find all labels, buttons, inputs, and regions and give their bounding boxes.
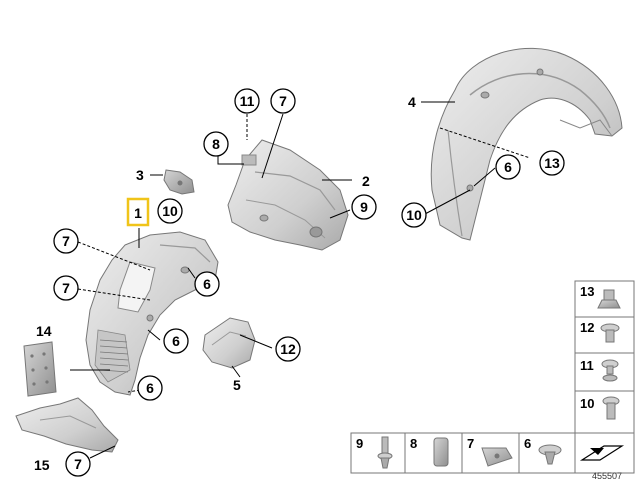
callout-12: 12 (275, 336, 301, 362)
label-1-highlighted: 1 (126, 197, 150, 227)
svg-text:7: 7 (62, 233, 70, 249)
callout-6-right: 6 (495, 154, 521, 180)
svg-text:9: 9 (360, 199, 368, 215)
callout-7-b: 7 (53, 275, 79, 301)
callout-7-top: 7 (270, 88, 296, 114)
legend-item-11: 11 (580, 358, 619, 382)
label-2: 2 (362, 173, 370, 189)
svg-text:10: 10 (406, 207, 422, 223)
plate-part-14 (23, 341, 57, 397)
legend-item-9: 9 (356, 436, 393, 469)
callout-10-left: 10 (157, 198, 183, 224)
svg-text:12: 12 (580, 320, 594, 335)
legend-item-7: 7 (467, 436, 513, 467)
svg-text:7: 7 (467, 436, 474, 451)
svg-text:11: 11 (240, 93, 255, 109)
svg-text:14: 14 (36, 323, 52, 339)
svg-text:6: 6 (172, 333, 180, 349)
svg-text:10: 10 (162, 203, 178, 219)
shield-part-15 (15, 397, 119, 453)
fastener-legend-vertical: 13 12 11 10 (574, 280, 635, 436)
svg-text:13: 13 (580, 284, 594, 299)
callout-8: 8 (203, 131, 229, 157)
svg-text:2: 2 (362, 173, 370, 189)
svg-text:9: 9 (356, 436, 363, 451)
label-4: 4 (408, 94, 416, 110)
callout-7-c: 7 (65, 451, 91, 477)
svg-text:1: 1 (134, 205, 142, 221)
label-14: 14 (36, 323, 52, 339)
callout-6-c: 6 (137, 375, 163, 401)
svg-text:12: 12 (280, 341, 296, 357)
svg-text:6: 6 (504, 159, 512, 175)
cover-part-12 (202, 317, 256, 369)
svg-text:11: 11 (580, 358, 594, 373)
wheel-arch-liner-part-1 (85, 231, 219, 396)
svg-text:5: 5 (233, 377, 241, 393)
wheel-arch-liner-part-2 (227, 139, 349, 251)
legend-item-6: 6 (524, 436, 562, 465)
svg-text:8: 8 (212, 136, 220, 152)
label-5: 5 (233, 377, 241, 393)
callout-9: 9 (351, 194, 377, 220)
legend-item-8: 8 (410, 436, 449, 467)
svg-text:6: 6 (203, 276, 211, 292)
svg-text:7: 7 (62, 280, 70, 296)
fastener-legend-bottom: 9 8 7 6 (350, 432, 635, 474)
svg-text:7: 7 (279, 93, 287, 109)
svg-text:10: 10 (580, 396, 594, 411)
label-15: 15 (34, 457, 50, 473)
bracket-part-3 (163, 169, 195, 195)
label-3: 3 (136, 167, 144, 183)
svg-text:6: 6 (146, 380, 154, 396)
callout-10-right: 10 (401, 202, 427, 228)
legend-item-10: 10 (580, 396, 620, 420)
legend-item-12: 12 (580, 320, 620, 343)
svg-text:3: 3 (136, 167, 144, 183)
svg-text:6: 6 (524, 436, 531, 451)
leader-lines (70, 101, 531, 459)
arrow-symbol (579, 445, 625, 461)
svg-text:8: 8 (410, 436, 417, 451)
legend-item-13: 13 (580, 284, 621, 309)
callout-13: 13 (539, 150, 565, 176)
callout-7-a: 7 (53, 228, 79, 254)
wheel-arch-liner-part-4 (430, 47, 623, 241)
callout-11: 11 (234, 88, 260, 114)
callout-6-a: 6 (194, 271, 220, 297)
svg-text:15: 15 (34, 457, 50, 473)
svg-text:4: 4 (408, 94, 416, 110)
callout-6-b: 6 (163, 328, 189, 354)
document-number: 455507 (592, 471, 622, 481)
svg-text:13: 13 (544, 155, 560, 171)
svg-text:455507: 455507 (592, 471, 622, 480)
svg-text:7: 7 (74, 456, 82, 472)
